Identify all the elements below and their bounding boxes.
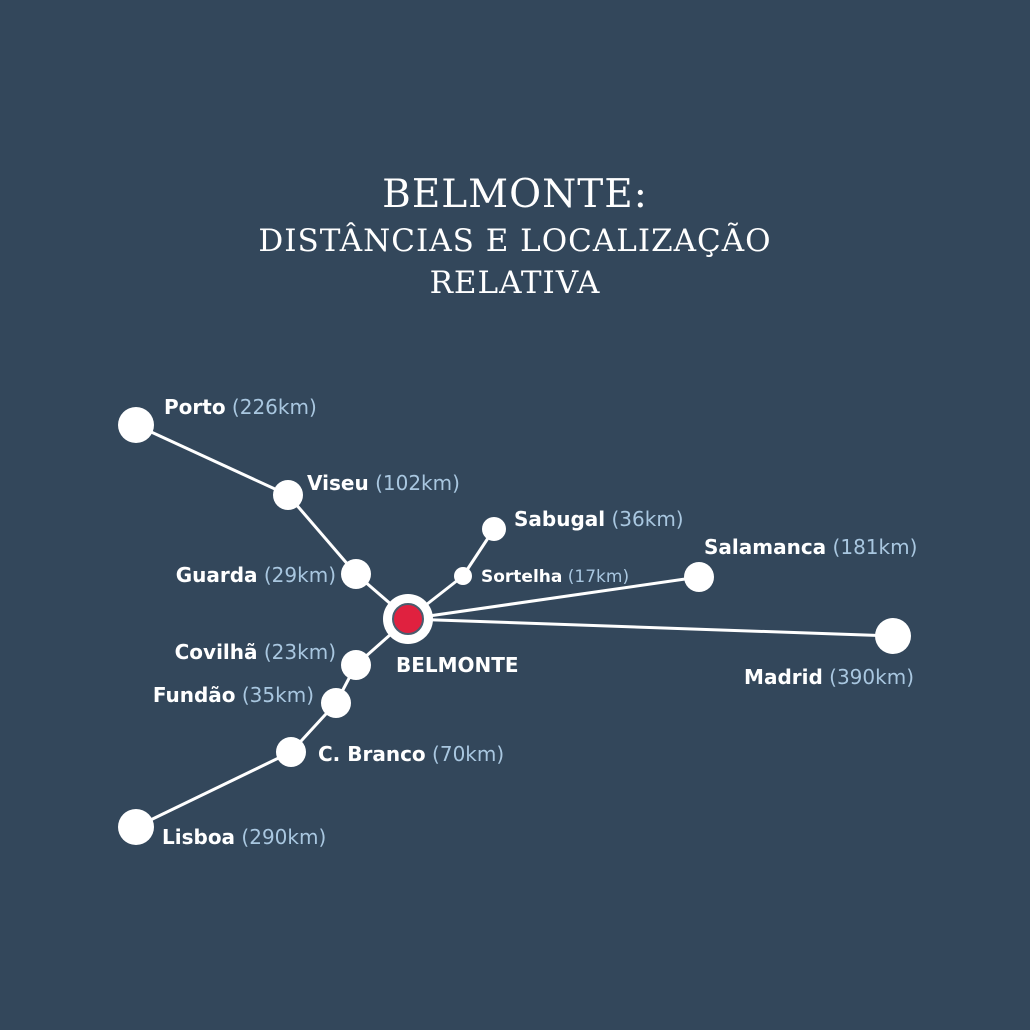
- route-line-porto: [135, 423, 289, 497]
- label-sabugal: Sabugal (36km): [514, 507, 684, 531]
- node-sabugal: [482, 517, 506, 541]
- label-guarda: Guarda (29km): [176, 563, 336, 587]
- place-name: Guarda: [176, 563, 258, 587]
- label-cbranco: C. Branco (70km): [318, 742, 504, 766]
- label-lisboa: Lisboa (290km): [162, 825, 326, 849]
- place-distance: (226km): [232, 395, 317, 419]
- route-line-madrid: [407, 617, 894, 638]
- label-fundao: Fundão (35km): [153, 683, 314, 707]
- label-madrid: Madrid (390km): [744, 665, 914, 689]
- node-porto: [118, 407, 154, 443]
- place-distance: (290km): [241, 825, 326, 849]
- place-distance: (29km): [264, 563, 336, 587]
- label-covilha: Covilhã (23km): [175, 640, 336, 664]
- place-labels: Porto (226km) Viseu (102km) Guarda (29km) S…: [153, 395, 918, 849]
- place-name: Viseu: [307, 471, 369, 495]
- place-name: Fundão: [153, 683, 236, 707]
- place-nodes: [118, 407, 911, 845]
- title-line-2: DISTÂNCIAS E LOCALIZAÇÃO: [258, 223, 772, 259]
- place-distance: (390km): [829, 665, 914, 689]
- place-name: Salamanca: [704, 535, 826, 559]
- place-name: C. Branco: [318, 742, 426, 766]
- place-distance: (17km): [568, 567, 629, 587]
- node-madrid: [875, 618, 911, 654]
- place-name: Covilhã: [175, 640, 258, 664]
- node-cbranco: [276, 737, 306, 767]
- label-porto: Porto (226km): [164, 395, 317, 419]
- place-distance: (181km): [833, 535, 918, 559]
- title-main: BELMONTE:: [382, 172, 648, 217]
- label-sortelha: Sortelha (17km): [481, 567, 629, 587]
- node-sortelha: [454, 567, 472, 585]
- place-distance: (70km): [432, 742, 504, 766]
- center-label: BELMONTE: [396, 653, 519, 677]
- label-viseu: Viseu (102km): [307, 471, 460, 495]
- route-lines: [135, 423, 894, 829]
- title-line-3: RELATIVA: [429, 265, 601, 301]
- node-salamanca: [684, 562, 714, 592]
- place-name: Sortelha: [481, 567, 562, 587]
- place-name: Porto: [164, 395, 226, 419]
- route-line-lisboa: [135, 750, 292, 829]
- place-distance: (36km): [611, 507, 683, 531]
- node-guarda: [341, 559, 371, 589]
- title-block: BELMONTE: DISTÂNCIAS E LOCALIZAÇÃO RELAT…: [0, 170, 1030, 304]
- place-name: Lisboa: [162, 825, 235, 849]
- node-viseu: [273, 480, 303, 510]
- route-line-salamanca: [407, 575, 700, 621]
- center-node: [392, 603, 424, 635]
- place-distance: (35km): [242, 683, 314, 707]
- node-lisboa: [118, 809, 154, 845]
- place-name: Madrid: [744, 665, 823, 689]
- route-line-viseu: [286, 494, 358, 575]
- place-name: Sabugal: [514, 507, 605, 531]
- node-fundao: [321, 688, 351, 718]
- label-salamanca: Salamanca (181km): [704, 535, 917, 559]
- place-distance: (102km): [375, 471, 460, 495]
- node-covilha: [341, 650, 371, 680]
- place-distance: (23km): [264, 640, 336, 664]
